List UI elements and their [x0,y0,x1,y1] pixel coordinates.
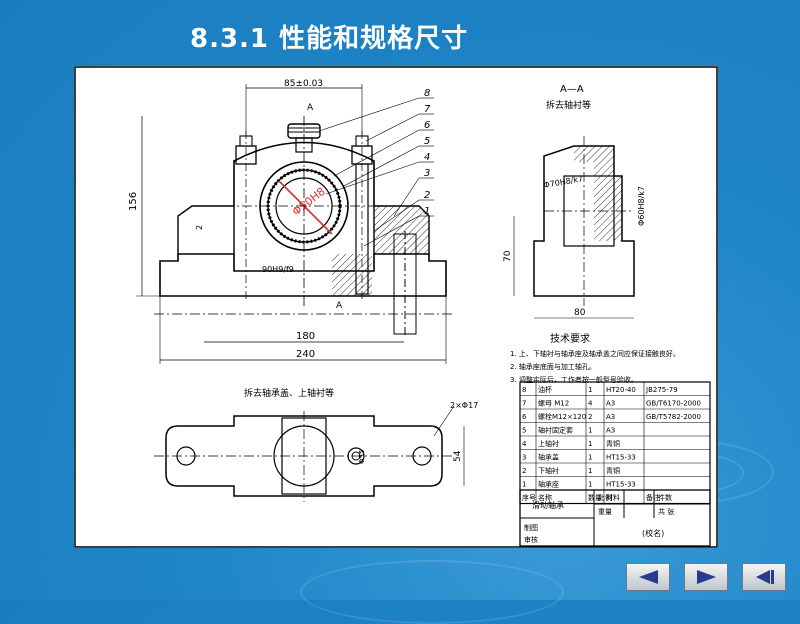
bom-cell: 6 [522,413,527,421]
weight-label: 重量 [598,508,612,516]
bom-cell: A3 [606,427,615,435]
bom-cell: GB/T6170-2000 [646,400,701,408]
drawer-label: 制图 [524,523,538,532]
part-number-7: 7 [424,104,431,115]
bom-header-cell: 材料 [606,493,620,502]
bom-cell: 7 [522,400,526,408]
bom-cell: HT15-33 [606,481,636,489]
next-slide-button[interactable] [684,563,728,591]
bom-cell: 1 [588,427,592,435]
count-label: 件数 [658,493,672,502]
bom-cell: JB275-79 [645,386,678,394]
main-front-view: Φ50H8 85±0.03 156 2 90H9/f9 180 [128,79,454,364]
dim-240-label: 240 [296,349,315,360]
company-label: (校名) [642,528,664,538]
dim-holes-label: 2×Φ17 [450,401,478,410]
dim-d55-label: Φ55 [358,450,366,464]
dim-80-label: 80 [574,308,586,318]
triangle-left-icon [639,570,658,584]
ratio-label: 比例 [598,493,612,502]
engineering-drawing: Φ50H8 85±0.03 156 2 90H9/f9 180 [74,66,718,548]
bom-cell: 1 [588,481,592,489]
bom-cell: 上轴衬 [538,439,559,448]
top-view: 拆去轴承盖、上轴衬等 2×Φ17 54 Φ55 [154,387,478,502]
technical-requirements: 技术要求 1. 上、下轴衬与轴承座及轴承盖之间应保证接触良好。 2. 轴承座底面… [510,332,680,384]
title-block: 滑动轴承 比例 重量 件数 共 张 制图 审核 (校名) [519,489,711,547]
bom-header-cell: 序号 [522,493,536,502]
dim-90-label: 90H9/f9 [262,265,294,274]
bom-cell: 油杯 [538,385,552,394]
bom-cell: 青铜 [606,439,620,448]
bom-cell: GB/T5782-2000 [646,413,701,421]
bom-cell: A3 [606,413,615,421]
dim-d70-label: Φ70H8/k7 [543,174,584,190]
section-subtitle: 拆去轴衬等 [546,99,591,111]
bom-cell: 4 [522,440,527,448]
drawing-border [74,66,718,548]
part-number-2: 2 [424,190,430,201]
part-number-8: 8 [424,88,430,99]
bom-cell: 轴承盖 [538,453,559,462]
section-mark-top: A [307,103,314,113]
tech-req-line-1: 1. 上、下轴衬与轴承座及轴承盖之间应保证接触良好。 [510,349,680,358]
part-number-1: 1 [424,206,430,217]
product-name: 滑动轴承 [532,500,564,510]
part-number-3: 3 [424,168,430,179]
bom-cell: 4 [588,400,593,408]
bom-cell: 1 [588,467,592,475]
prev-slide-button[interactable] [626,563,670,591]
dim-d60-label: Φ60H8/k7 [637,186,646,226]
bom-cell: 8 [522,386,526,394]
bom-cell: 1 [588,386,592,394]
part-number-5: 5 [424,136,430,147]
bom-cell: 螺母 M12 [538,399,569,408]
drawing-canvas: Φ50H8 85±0.03 156 2 90H9/f9 180 [74,66,718,548]
bom-cell: 1 [588,440,592,448]
ripple-decoration [300,560,564,624]
section-title: A—A [560,84,584,95]
bom-cell: HT15-33 [606,454,636,462]
section-view-aa: A—A 拆去轴衬等 70 80 Φ70H8/k7 Φ60H8/k7 [503,84,646,319]
tech-req-line-3: 3. 调整实际后，工作者按一般型号验收。 [510,375,638,384]
bom-cell: 轴承座 [538,480,559,489]
bom-cell: 2 [522,467,526,475]
bom-cell: 青铜 [606,466,620,475]
last-slide-button[interactable] [742,563,786,591]
dim-85-label: 85±0.03 [284,79,323,89]
bom-cell: 2 [588,413,592,421]
bom-cell: A3 [606,400,615,408]
dim-2-label: 2 [195,225,204,230]
checker-label: 审核 [524,535,538,544]
bom-cell: 1 [522,481,526,489]
tech-req-title: 技术要求 [550,332,590,345]
section-mark-bottom: A [336,301,343,311]
bom-header-cell: 名称 [538,493,552,502]
top-view-title: 拆去轴承盖、上轴衬等 [244,387,334,399]
bore-diameter-label: Φ50H8 [290,185,328,219]
bom-cell: 5 [522,427,526,435]
bom-header-cell: 备注 [646,493,660,502]
dim-180-label: 180 [296,331,315,342]
dim-54-label: 54 [453,450,463,462]
dim-70-label: 70 [503,250,513,262]
sheet-label: 共 张 [658,507,674,516]
bom-header-cell: 数量 [588,493,602,502]
dim-156-label: 156 [128,192,139,211]
slide-title: 8.3.1 性能和规格尺寸 [190,24,469,54]
bom-cell: 轴衬固定套 [538,426,573,435]
bom-cell: HT20-40 [606,386,636,394]
triangle-right-icon [697,570,716,584]
skip-end-icon [756,570,774,584]
bom-cell: 螺栓M12×120 [538,412,586,421]
tech-req-line-2: 2. 轴承座底面与加工轴孔。 [510,362,596,371]
part-number-6: 6 [424,120,430,131]
bom-cell: 1 [588,454,592,462]
bom-cell: 3 [522,454,526,462]
part-number-4: 4 [424,152,430,163]
bom-cell: 下轴衬 [538,466,559,475]
